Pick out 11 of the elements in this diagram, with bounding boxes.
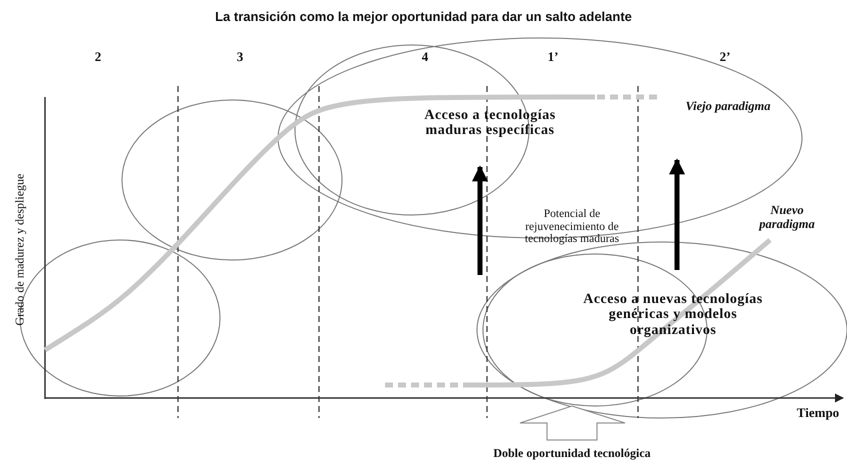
curve-label: Viejo paradigma [684, 100, 772, 114]
axis-title: Tiempo [796, 406, 840, 420]
period-number: 2 [94, 50, 102, 64]
period-number: 2’ [718, 50, 732, 64]
period-number: 4 [420, 50, 430, 64]
period-number: 3 [236, 50, 244, 64]
axis-title: Grado de madurez y despliegue [13, 172, 27, 328]
curve-label: Nuevo paradigma [758, 204, 816, 232]
caption-note: Doble oportunidad tecnológica [492, 447, 652, 460]
period-number: 1’ [546, 50, 560, 64]
diagram-title: La transición como la mejor oportunidad para dar un salto adelante [214, 10, 633, 24]
